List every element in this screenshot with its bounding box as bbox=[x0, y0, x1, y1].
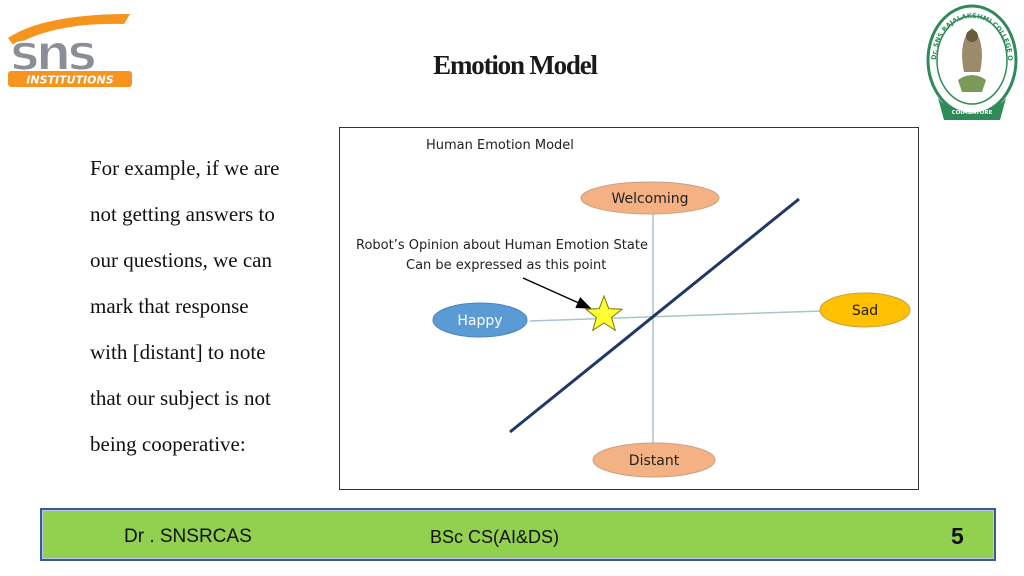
body-line: that our subject is not bbox=[90, 386, 271, 410]
node-welcoming bbox=[580, 181, 720, 215]
body-paragraph: For example, if we are not getting answe… bbox=[90, 148, 340, 470]
sns-institutions-logo: sns INSTITUTIONS bbox=[4, 8, 136, 92]
node-distant bbox=[592, 442, 716, 478]
seal-subtext: COIMBATORE bbox=[952, 110, 993, 116]
diagram-title: Human Emotion Model bbox=[426, 138, 574, 153]
emotion-model-diagram: Human Emotion Model Welcoming Happy Sad … bbox=[339, 127, 919, 490]
annotation-line-1: Robot’s Opinion about Human Emotion Stat… bbox=[356, 238, 648, 253]
body-line: For example, if we are bbox=[90, 156, 280, 180]
body-line: mark that response bbox=[90, 294, 249, 318]
body-line: being cooperative: bbox=[90, 432, 246, 456]
college-seal-logo: Dr. SNS RAJALAKSHMI COLLEGE OF ARTS AND … bbox=[917, 0, 1022, 126]
star-point-icon bbox=[584, 294, 624, 332]
footer-bar: Dr . SNSRCAS BSc CS(AI&DS) 5 bbox=[40, 508, 996, 561]
logo-swoosh bbox=[8, 14, 130, 46]
page-title: Emotion Model bbox=[433, 50, 598, 80]
diagonal-line bbox=[509, 197, 800, 434]
horizontal-axis bbox=[529, 310, 823, 322]
annotation-line-2: Can be expressed as this point bbox=[406, 258, 606, 273]
annotation-arrow bbox=[522, 277, 592, 309]
logo-banner bbox=[8, 71, 132, 87]
body-line: not getting answers to bbox=[90, 202, 275, 226]
node-sad bbox=[819, 292, 911, 328]
footer-institution: Dr . SNSRCAS bbox=[124, 526, 252, 547]
node-happy-label: Happy bbox=[457, 313, 502, 329]
logo-subtext: INSTITUTIONS bbox=[26, 74, 113, 87]
node-happy bbox=[432, 302, 528, 338]
body-line: with [distant] to note bbox=[90, 340, 266, 364]
node-sad-label: Sad bbox=[852, 303, 878, 319]
footer-course: BSc CS(AI&DS) bbox=[430, 527, 560, 547]
page-number: 5 bbox=[951, 523, 964, 549]
node-distant-label: Distant bbox=[629, 453, 680, 469]
node-welcoming-label: Welcoming bbox=[611, 191, 688, 207]
body-line: our questions, we can bbox=[90, 248, 272, 272]
